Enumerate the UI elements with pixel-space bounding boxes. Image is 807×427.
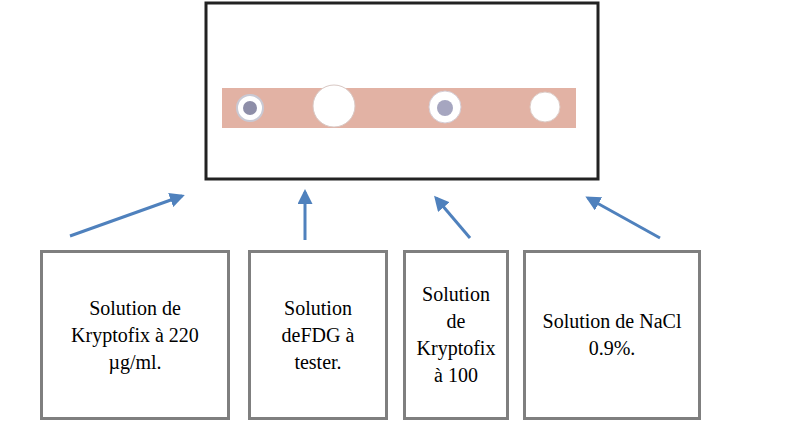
pointer-arrow [588, 198, 660, 238]
pointer-arrow [70, 196, 182, 236]
label-box: Solution de NaCl 0.9%. [523, 250, 701, 420]
spot-core [243, 101, 257, 115]
spot-core [437, 100, 453, 116]
spot [530, 92, 560, 122]
label-box: Solution deFDG à tester. [248, 250, 388, 420]
pointer-arrow [304, 192, 307, 240]
pointer-arrow [436, 198, 470, 238]
box-label: Solution de Kryptofix à 220 µg/ml. [51, 295, 219, 376]
label-box: Solution de Kryptofix à 100 [403, 250, 509, 420]
spot [313, 85, 355, 127]
plate-frame [206, 3, 598, 179]
tlc-strip [222, 88, 576, 128]
box-label: Solution de NaCl 0.9%. [534, 308, 690, 362]
label-box: Solution de Kryptofix à 220 µg/ml. [40, 250, 230, 420]
spot [429, 91, 461, 123]
box-label: Solution de Kryptofix à 100 [414, 281, 498, 389]
box-label: Solution deFDG à tester. [259, 295, 377, 376]
spot [237, 95, 263, 121]
